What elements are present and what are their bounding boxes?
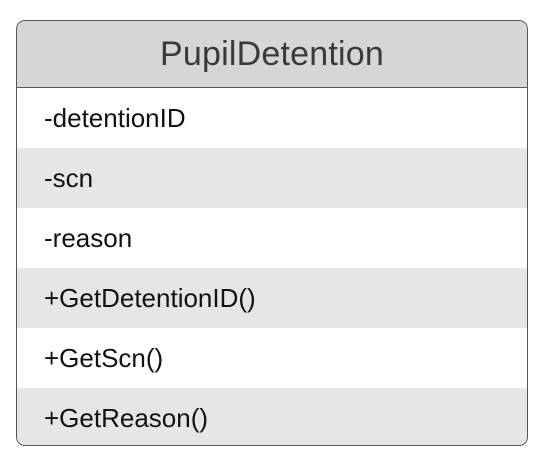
class-header: PupilDetention: [17, 21, 527, 88]
attribute-reason: -reason: [44, 222, 133, 253]
class-name: PupilDetention: [160, 34, 384, 73]
method-getreason: +GetReason(): [44, 402, 209, 433]
method-getscn: +GetScn(): [44, 342, 164, 373]
method-row: +GetDetentionID(): [17, 268, 527, 328]
method-getdetentionid: +GetDetentionID(): [44, 282, 256, 313]
uml-class-box: PupilDetention -detentionID -scn -reason…: [16, 20, 528, 446]
attribute-row: -reason: [17, 208, 527, 268]
method-row: +GetReason(): [17, 388, 527, 445]
attribute-row: -detentionID: [17, 88, 527, 148]
attribute-row: -scn: [17, 148, 527, 208]
attribute-scn: -scn: [44, 162, 94, 193]
method-row: +GetScn(): [17, 328, 527, 388]
attribute-detentionid: -detentionID: [44, 102, 186, 133]
